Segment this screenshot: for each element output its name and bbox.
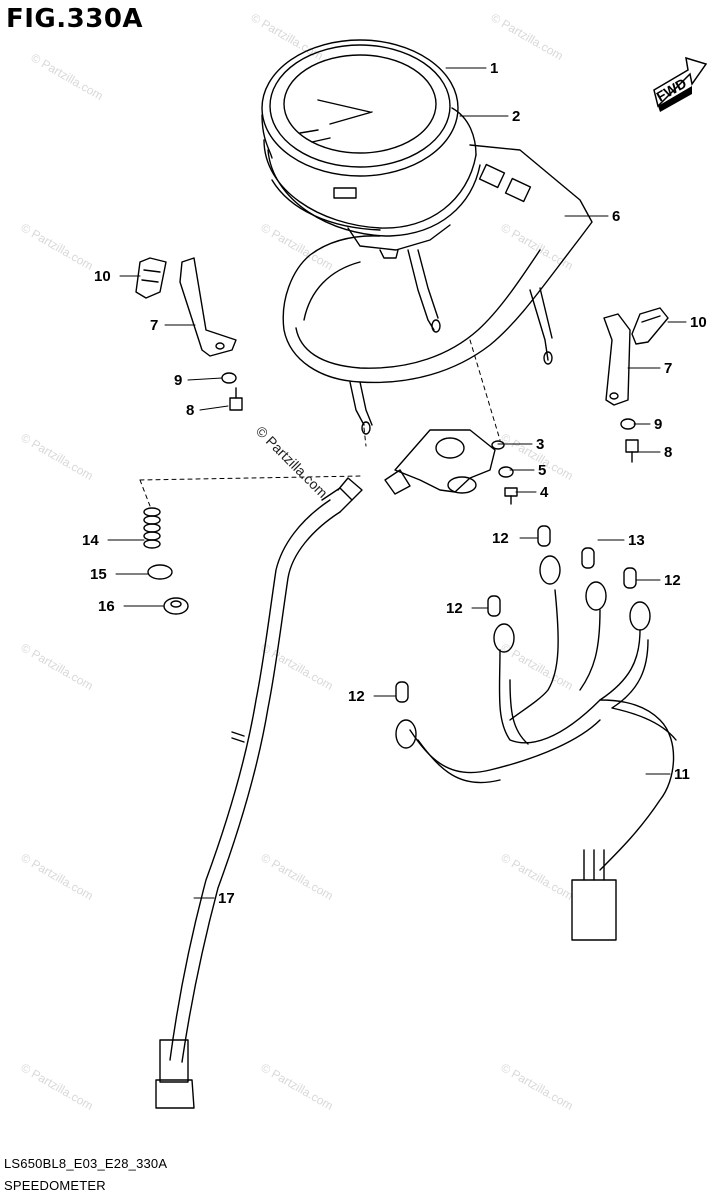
washer-15 [147, 564, 173, 580]
bolt-8-right [625, 439, 639, 463]
callout-10-right: 10 [690, 314, 707, 331]
callout-15: 15 [90, 566, 107, 583]
callout-4: 4 [540, 484, 549, 501]
bulb-12-c [487, 595, 501, 617]
assembly-guide-lines [139, 339, 501, 507]
watermark: © Partzilla.com [499, 1060, 576, 1113]
washer-9-left [221, 372, 237, 384]
callout-8-left: 8 [186, 402, 194, 419]
callout-5: 5 [538, 462, 546, 479]
callout-3: 3 [536, 436, 544, 453]
bulb-12-b [623, 567, 637, 589]
watermark: © Partzilla.com [259, 640, 336, 693]
watermark: © Partzilla.com [499, 220, 576, 273]
callout-2: 2 [512, 108, 520, 125]
wiring-harness-11 [395, 555, 677, 941]
speedometer-gearbox [384, 429, 505, 495]
speedometer-gauge [261, 39, 481, 259]
callout-12-d: 12 [348, 688, 365, 705]
fwd-arrow-icon: FWD [653, 56, 708, 112]
watermark: © Partzilla.com [19, 1060, 96, 1113]
callout-17: 17 [218, 890, 235, 907]
watermark: © Partzilla.com [259, 1060, 336, 1113]
bulb-13 [581, 547, 595, 569]
callout-12-b: 12 [664, 572, 681, 589]
speedometer-cable-17 [155, 477, 363, 1109]
washer-5 [498, 466, 514, 478]
gauge-spindles [349, 249, 441, 435]
diagram-caption: SPEEDOMETER [4, 1178, 106, 1193]
bulb-12-d [395, 681, 409, 703]
callout-14: 14 [82, 532, 99, 549]
watermark: © Partzilla.com [259, 850, 336, 903]
bulb-12-a [537, 525, 551, 547]
watermark: © Partzilla.com [19, 430, 96, 483]
bolt-8-left [229, 387, 243, 411]
watermark: © Partzilla.com [19, 640, 96, 693]
callout-16: 16 [98, 598, 115, 615]
watermark: © Partzilla.com [489, 10, 566, 63]
diagram-code: LS650BL8_E03_E28_330A [4, 1156, 168, 1171]
bracket-right-7 [603, 313, 631, 406]
speedometer-bracket [282, 144, 593, 384]
cushion-10-left [135, 257, 167, 299]
watermark: © Partzilla.com [499, 850, 576, 903]
callout-leaders [107, 67, 687, 899]
spring-14 [143, 507, 161, 549]
callout-9-right: 9 [654, 416, 662, 433]
callout-9-left: 9 [174, 372, 182, 389]
washer-9-right [620, 418, 636, 430]
grommet-16 [163, 597, 189, 615]
callout-13: 13 [628, 532, 645, 549]
callout-labels: 1 2 3 4 5 6 7 7 8 8 9 9 10 10 11 12 12 1… [82, 60, 707, 907]
callout-12-a: 12 [492, 530, 509, 547]
callout-8-right: 8 [664, 444, 672, 461]
callout-7-right: 7 [664, 360, 672, 377]
watermark: © Partzilla.com [19, 220, 96, 273]
callout-6: 6 [612, 208, 620, 225]
callout-7-left: 7 [150, 317, 158, 334]
callout-12-c: 12 [446, 600, 463, 617]
figure-title: FIG.330A [6, 4, 144, 34]
bolt-4 [504, 487, 518, 505]
callout-11: 11 [674, 766, 690, 783]
callout-10-left: 10 [94, 268, 111, 285]
watermark: © Partzilla.com [249, 10, 326, 63]
callout-1: 1 [490, 60, 498, 77]
watermark-layer: © Partzilla.com © Partzilla.com © Partzi… [19, 10, 576, 1113]
bracket-left-7 [179, 257, 237, 357]
watermark: © Partzilla.com [19, 850, 96, 903]
cushion-10-right [631, 307, 669, 345]
watermark-primary: © Partzilla.com [253, 423, 331, 501]
watermark: © Partzilla.com [29, 50, 106, 103]
